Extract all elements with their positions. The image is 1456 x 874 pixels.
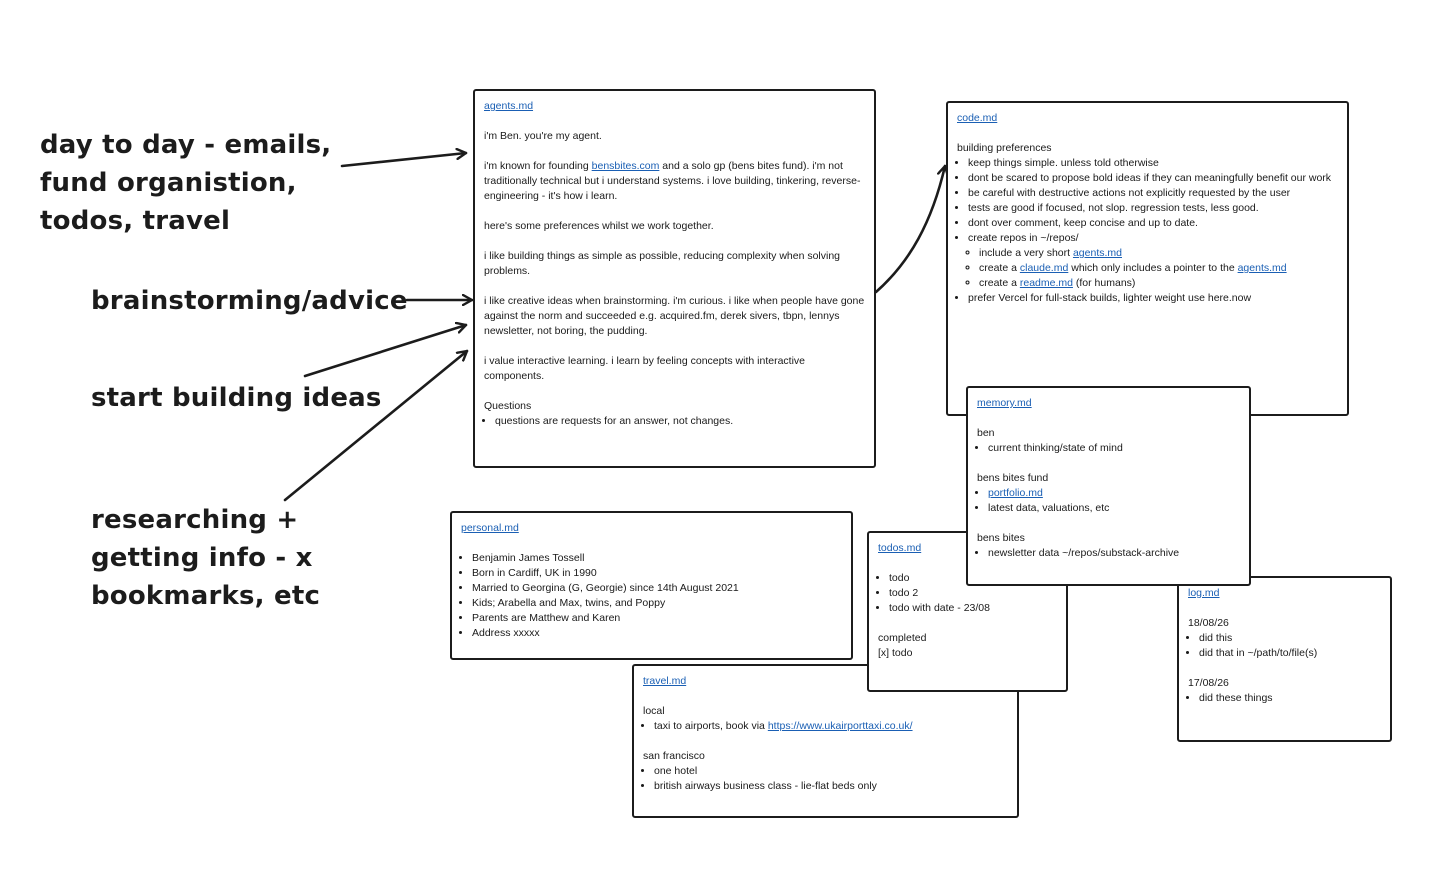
label-line: getting info - x <box>91 543 313 573</box>
label-start-building: start building ideas <box>91 379 382 417</box>
list-item: create repos in ~/repos/ include a very … <box>968 231 1338 291</box>
label-researching: researching + getting info - x bookmarks… <box>91 501 320 615</box>
arrow-researching <box>283 349 469 502</box>
portfolio-md-link[interactable]: portfolio.md <box>988 487 1043 499</box>
personal-card: personal.md Benjamin James Tossell Born … <box>450 511 853 660</box>
label-line: fund organistion, <box>40 168 297 198</box>
memory-title[interactable]: memory.md <box>977 397 1032 409</box>
airport-taxi-link[interactable]: https://www.ukairporttaxi.co.uk/ <box>767 720 913 732</box>
travel-sf-list: one hotel british airways business class… <box>643 764 1008 794</box>
log-title[interactable]: log.md <box>1188 587 1220 599</box>
label-line: day to day - emails, <box>40 130 332 160</box>
list-item: Address xxxxx <box>472 626 842 641</box>
code-head: building preferences <box>957 142 1052 154</box>
memory-fund-list: portfolio.md latest data, valuations, et… <box>977 486 1240 516</box>
list-item: todo with date - 23/08 <box>889 601 1057 616</box>
travel-local-list: taxi to airports, book via https://www.u… <box>643 719 1008 734</box>
log-date: 18/08/26 <box>1188 617 1229 629</box>
agents-questions-head: Questions <box>484 400 532 412</box>
agents-learning: i value interactive learning. i learn by… <box>484 355 806 382</box>
label-line: researching + <box>91 505 299 535</box>
code-list: keep things simple. unless told otherwis… <box>957 156 1338 306</box>
list-item: newsletter data ~/repos/substack-archive <box>988 546 1240 561</box>
list-item: Married to Georgina (G, Georgie) since 1… <box>472 581 842 596</box>
list-item: dont be scared to propose bold ideas if … <box>968 171 1338 186</box>
list-item: be careful with destructive actions not … <box>968 186 1338 201</box>
agents-card: agents.md i'm Ben. you're my agent. i'm … <box>473 89 876 468</box>
agents-intro: i'm Ben. you're my agent. <box>484 130 602 142</box>
list-item: include a very short agents.md <box>979 246 1338 261</box>
log-card: log.md 18/08/26 did this did that in ~/p… <box>1177 576 1392 742</box>
list-item: Kids; Arabella and Max, twins, and Poppy <box>472 596 842 611</box>
personal-list: Benjamin James Tossell Born in Cardiff, … <box>461 551 842 641</box>
log-list: did these things <box>1188 691 1381 706</box>
memory-bites-list: newsletter data ~/repos/substack-archive <box>977 546 1240 561</box>
code-card: code.md building preferences keep things… <box>946 101 1349 416</box>
list-item: todo 2 <box>889 586 1057 601</box>
memory-fund-head: bens bites fund <box>977 472 1049 484</box>
memory-card: memory.md ben current thinking/state of … <box>966 386 1251 586</box>
list-item: did this <box>1199 631 1381 646</box>
log-date: 17/08/26 <box>1188 677 1229 689</box>
agents-md-link[interactable]: agents.md <box>1072 247 1122 259</box>
list-item: Benjamin James Tossell <box>472 551 842 566</box>
label-brainstorming: brainstorming/advice <box>91 282 408 320</box>
label-day-to-day: day to day - emails, fund organistion, t… <box>40 126 331 240</box>
list-item: taxi to airports, book via https://www.u… <box>654 719 1008 734</box>
list-item: questions are requests for an answer, no… <box>495 414 865 429</box>
list-item: one hotel <box>654 764 1008 779</box>
travel-title[interactable]: travel.md <box>643 675 687 687</box>
agents-questions-list: questions are requests for an answer, no… <box>484 414 865 429</box>
list-item: current thinking/state of mind <box>988 441 1240 456</box>
agents-title[interactable]: agents.md <box>484 100 534 112</box>
bensbites-link[interactable]: bensbites.com <box>591 160 660 172</box>
claude-md-link[interactable]: claude.md <box>1019 262 1069 274</box>
code-title[interactable]: code.md <box>957 112 998 124</box>
todos-completed-head: completed <box>878 632 927 644</box>
list-item: Born in Cardiff, UK in 1990 <box>472 566 842 581</box>
label-line: brainstorming/advice <box>91 286 408 316</box>
agents-simple: i like building things as simple as poss… <box>484 250 841 277</box>
list-item: did these things <box>1199 691 1381 706</box>
travel-local-head: local <box>643 705 665 717</box>
list-item: Parents are Matthew and Karen <box>472 611 842 626</box>
memory-ben-list: current thinking/state of mind <box>977 441 1240 456</box>
label-line: bookmarks, etc <box>91 581 321 611</box>
readme-md-link[interactable]: readme.md <box>1019 277 1073 289</box>
list-item: tests are good if focused, not slop. reg… <box>968 201 1338 216</box>
agents-md-link[interactable]: agents.md <box>1237 262 1287 274</box>
list-item: portfolio.md <box>988 486 1240 501</box>
log-list: did this did that in ~/path/to/file(s) <box>1188 631 1381 661</box>
memory-ben-head: ben <box>977 427 995 439</box>
todos-title[interactable]: todos.md <box>878 542 922 554</box>
list-item: keep things simple. unless told otherwis… <box>968 156 1338 171</box>
label-line: start building ideas <box>91 383 382 413</box>
arrow-agents-to-code <box>874 164 945 294</box>
list-item: todo <box>889 571 1057 586</box>
list-item: dont over comment, keep concise and up t… <box>968 216 1338 231</box>
agents-prefs: here's some preferences whilst we work t… <box>484 220 714 232</box>
list-item: latest data, valuations, etc <box>988 501 1240 516</box>
list-item: create a claude.md which only includes a… <box>979 261 1338 276</box>
label-line: todos, travel <box>40 206 231 236</box>
arrow-day-to-day <box>340 153 468 168</box>
list-item: prefer Vercel for full-stack builds, lig… <box>968 291 1338 306</box>
list-item: british airways business class - lie-fla… <box>654 779 1008 794</box>
personal-title[interactable]: personal.md <box>461 522 519 534</box>
arrow-start-building <box>303 325 468 378</box>
todos-completed-item: [x] todo <box>878 647 913 659</box>
list-item: did that in ~/path/to/file(s) <box>1199 646 1381 661</box>
travel-sf-head: san francisco <box>643 750 705 762</box>
travel-card: travel.md local taxi to airports, book v… <box>632 664 1019 818</box>
agents-known: i'm known for founding bensbites.com and… <box>484 160 861 202</box>
todos-list: todo todo 2 todo with date - 23/08 <box>878 571 1057 616</box>
agents-creative: i like creative ideas when brainstorming… <box>484 295 865 337</box>
code-sublist: include a very short agents.md create a … <box>968 246 1338 291</box>
list-item: create a readme.md (for humans) <box>979 276 1338 291</box>
memory-bites-head: bens bites <box>977 532 1025 544</box>
